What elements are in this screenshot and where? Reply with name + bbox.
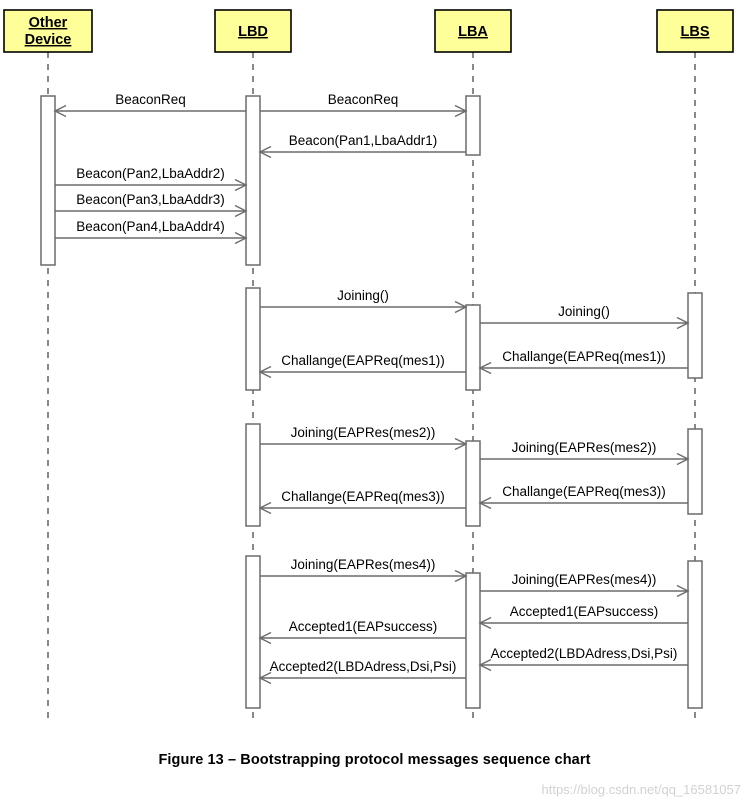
message-12: Joining(EAPRes(mes2)) [480,440,690,466]
participant-header-lbs[interactable]: LBS [656,9,734,53]
activation-bar-lbs [687,560,703,709]
message-label: Challange(EAPReq(mes3)) [281,489,445,504]
message-2: BeaconReq [260,92,468,118]
message-arrowhead [478,361,492,375]
message-arrowhead [676,316,690,330]
message-label: Accepted2(LBDAdress,Dsi,Psi) [491,646,678,661]
message-20: Accepted2(LBDAdress,Dsi,Psi) [258,659,466,685]
message-13: Challange(EAPReq(mes3)) [478,484,688,510]
message-arrowhead [258,501,272,515]
message-16: Joining(EAPRes(mes4)) [480,572,690,598]
message-17: Accepted1(EAPsuccess) [478,604,688,630]
activation-bar-lbd [245,95,261,266]
participant-label: LBD [238,24,268,40]
message-arrowhead [454,300,468,314]
message-arrowhead [258,145,272,159]
watermark-text: https://blog.csdn.net/qq_16581057 [541,782,742,797]
activation-bar-lbs [687,428,703,515]
message-11: Joining(EAPRes(mes2)) [260,425,468,451]
activation-bar-lba [465,572,481,709]
message-arrowhead [258,365,272,379]
message-arrowhead [478,616,492,630]
message-label: Joining(EAPRes(mes2)) [512,440,657,455]
message-14: Challange(EAPReq(mes3)) [258,489,466,515]
message-arrowhead [478,658,492,672]
message-label: Accepted1(EAPsuccess) [510,604,659,619]
message-9: Challange(EAPReq(mes1)) [478,349,688,375]
participant-label: Device [25,32,72,48]
message-1: BeaconReq [53,92,246,118]
activations-layer [40,95,703,709]
message-4: Beacon(Pan2,LbaAddr2) [55,166,248,192]
message-arrowhead [234,204,248,218]
participant-label: Other [29,15,68,31]
message-label: Joining() [558,304,610,319]
message-arrowhead [676,452,690,466]
participant-label: LBS [681,24,710,40]
activation-bar-lbd [245,287,261,391]
message-label: Joining(EAPRes(mes2)) [291,425,436,440]
message-6: Beacon(Pan4,LbaAddr4) [55,219,248,245]
message-label: Joining(EAPRes(mes4)) [291,557,436,572]
message-label: BeaconReq [328,92,399,107]
participant-box[interactable] [656,9,734,53]
activation-bar-other [40,95,56,266]
message-label: Challange(EAPReq(mes1)) [502,349,666,364]
activation-bar-lba [465,440,481,527]
message-label: Beacon(Pan1,LbaAddr1) [289,133,438,148]
participant-header-lbd[interactable]: LBD [214,9,292,53]
message-label: Accepted1(EAPsuccess) [289,619,438,634]
message-label: Challange(EAPReq(mes1)) [281,353,445,368]
participant-label: LBA [458,24,488,40]
message-10: Challange(EAPReq(mes1)) [258,353,466,379]
message-label: BeaconReq [115,92,186,107]
participant-box[interactable] [214,9,292,53]
message-arrowhead [234,178,248,192]
participant-header-lba[interactable]: LBA [434,9,512,53]
message-arrowhead [234,231,248,245]
activation-bar-lbs [687,292,703,379]
message-arrowhead [454,437,468,451]
participant-box[interactable] [434,9,512,53]
message-18: Accepted1(EAPsuccess) [258,619,466,645]
message-3: Beacon(Pan1,LbaAddr1) [258,133,466,159]
figure-caption: Figure 13 – Bootstrapping protocol messa… [158,752,591,768]
message-label: Beacon(Pan3,LbaAddr3) [76,192,225,207]
message-arrowhead [258,671,272,685]
message-8: Joining() [480,304,690,330]
message-label: Joining(EAPRes(mes4)) [512,572,657,587]
activation-bar-lbd [245,423,261,527]
message-arrowhead [478,496,492,510]
activation-bar-lba [465,95,481,156]
message-arrowhead [53,104,67,118]
message-arrowhead [258,631,272,645]
message-arrowhead [454,569,468,583]
message-arrowhead [454,104,468,118]
message-19: Accepted2(LBDAdress,Dsi,Psi) [478,646,688,672]
message-label: Accepted2(LBDAdress,Dsi,Psi) [270,659,457,674]
activation-bar-lba [465,304,481,391]
message-5: Beacon(Pan3,LbaAddr3) [55,192,248,218]
activation-bar-lbd [245,555,261,709]
message-7: Joining() [260,288,468,314]
message-label: Challange(EAPReq(mes3)) [502,484,666,499]
message-label: Joining() [337,288,389,303]
message-15: Joining(EAPRes(mes4)) [260,557,468,583]
message-label: Beacon(Pan4,LbaAddr4) [76,219,225,234]
participant-box[interactable] [3,9,93,53]
message-arrowhead [676,584,690,598]
message-label: Beacon(Pan2,LbaAddr2) [76,166,225,181]
